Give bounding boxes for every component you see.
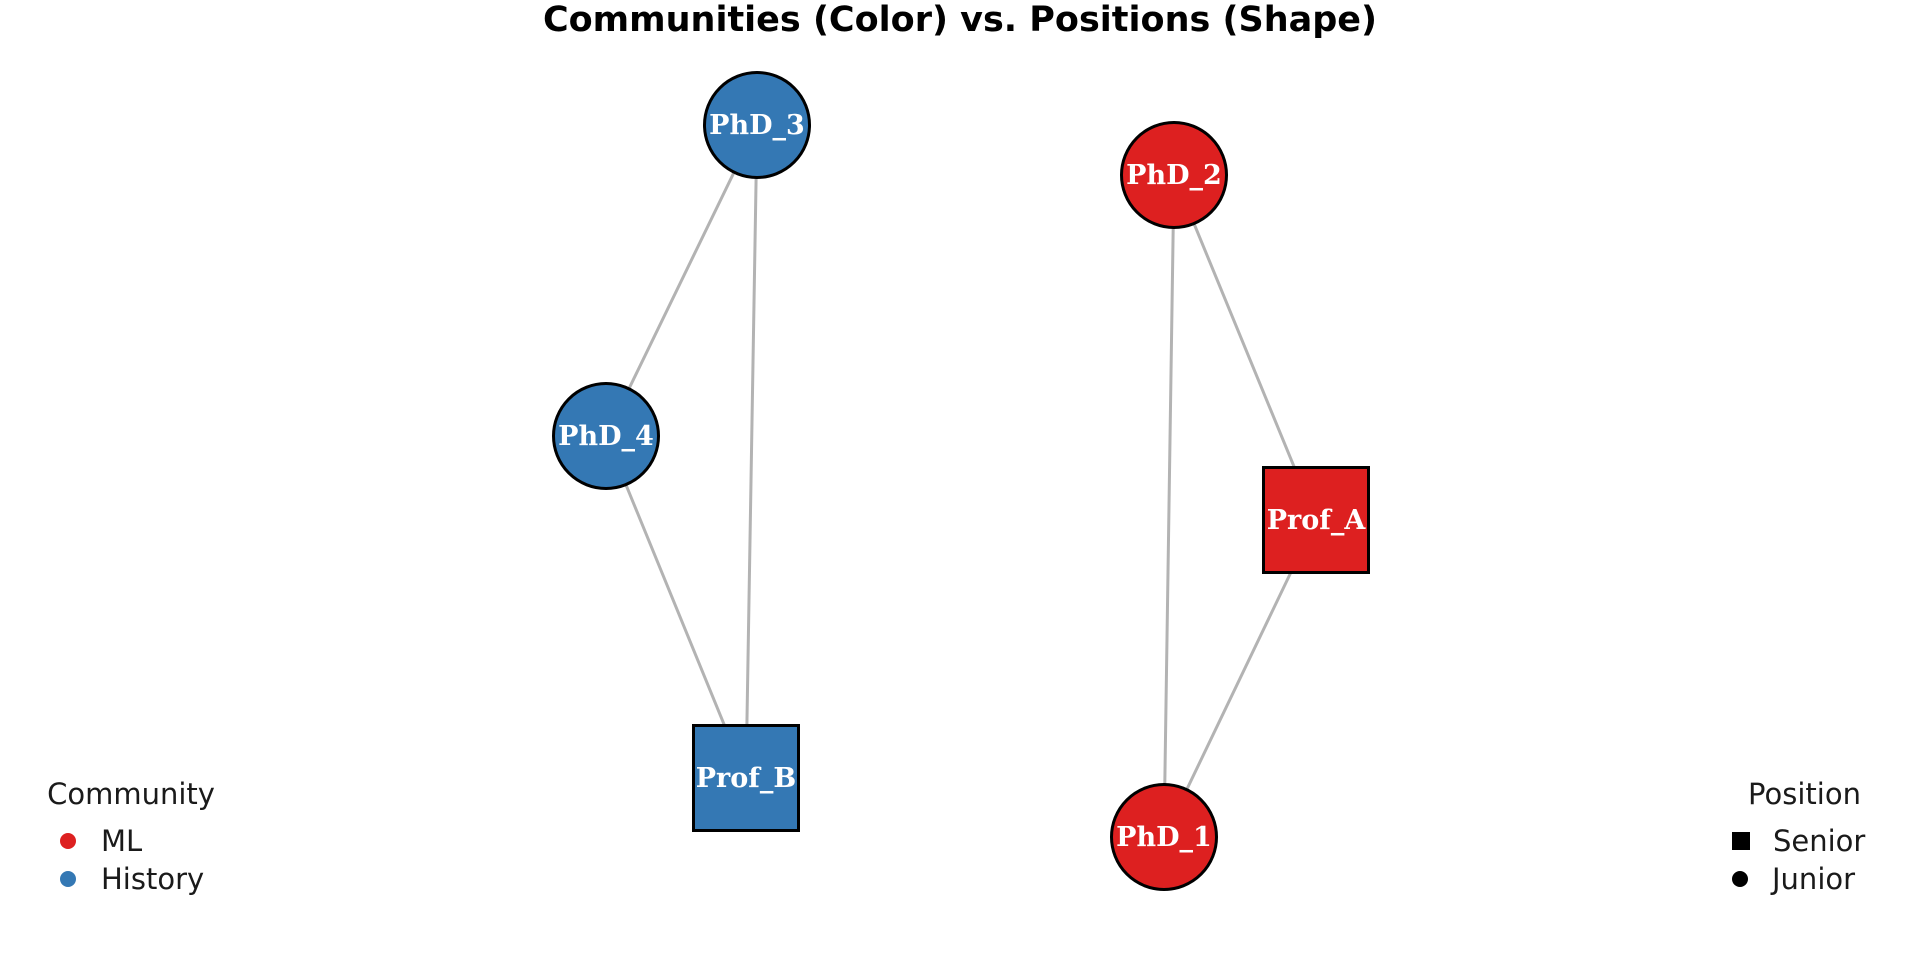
node-label-profb: Prof_B — [695, 762, 797, 794]
legend-item-ml: ML — [36, 822, 226, 860]
senior-square-marker-icon — [1732, 832, 1750, 850]
edge-phd3-profb — [744, 123, 759, 780]
legend-position-title: Position — [1748, 777, 1861, 811]
node-label-phd1: PhD_1 — [1116, 821, 1212, 853]
node-label-profa: Prof_A — [1266, 504, 1366, 536]
graph-node-phd3: PhD_3 — [703, 71, 811, 179]
legend-item-ml-label: ML — [101, 824, 143, 858]
legend-item-history-label: History — [101, 862, 205, 896]
edge-phd3-phd4 — [604, 123, 759, 438]
graph-node-profb: Prof_B — [692, 724, 800, 832]
junior-circle-marker-icon — [1732, 871, 1748, 887]
legend-item-junior: Junior — [1712, 860, 1897, 898]
edge-phd2-phd1 — [1162, 173, 1176, 839]
legend-community: Community ML History — [36, 774, 226, 898]
legend-item-senior-label: Senior — [1773, 824, 1866, 858]
graph-node-phd1: PhD_1 — [1110, 783, 1218, 891]
edge-phd4-profb — [604, 434, 748, 780]
graph-node-profa: Prof_A — [1262, 466, 1370, 574]
legend-position: Position Senior Junior — [1712, 774, 1897, 898]
legend-item-senior: Senior — [1712, 822, 1897, 860]
legend-item-junior-label: Junior — [1772, 862, 1856, 896]
figure-title: Communities (Color) vs. Positions (Shape… — [542, 0, 1378, 40]
graph-node-phd4: PhD_4 — [552, 382, 660, 490]
node-label-phd4: PhD_4 — [558, 420, 654, 452]
edge-phd2-profa — [1172, 173, 1318, 522]
node-label-phd2: PhD_2 — [1126, 159, 1222, 191]
ml-color-dot-icon — [60, 833, 76, 849]
history-color-dot-icon — [60, 871, 76, 887]
graph-node-phd2: PhD_2 — [1120, 121, 1228, 229]
node-label-phd3: PhD_3 — [709, 109, 805, 141]
legend-community-title: Community — [47, 777, 215, 811]
legend-item-history: History — [36, 860, 226, 898]
